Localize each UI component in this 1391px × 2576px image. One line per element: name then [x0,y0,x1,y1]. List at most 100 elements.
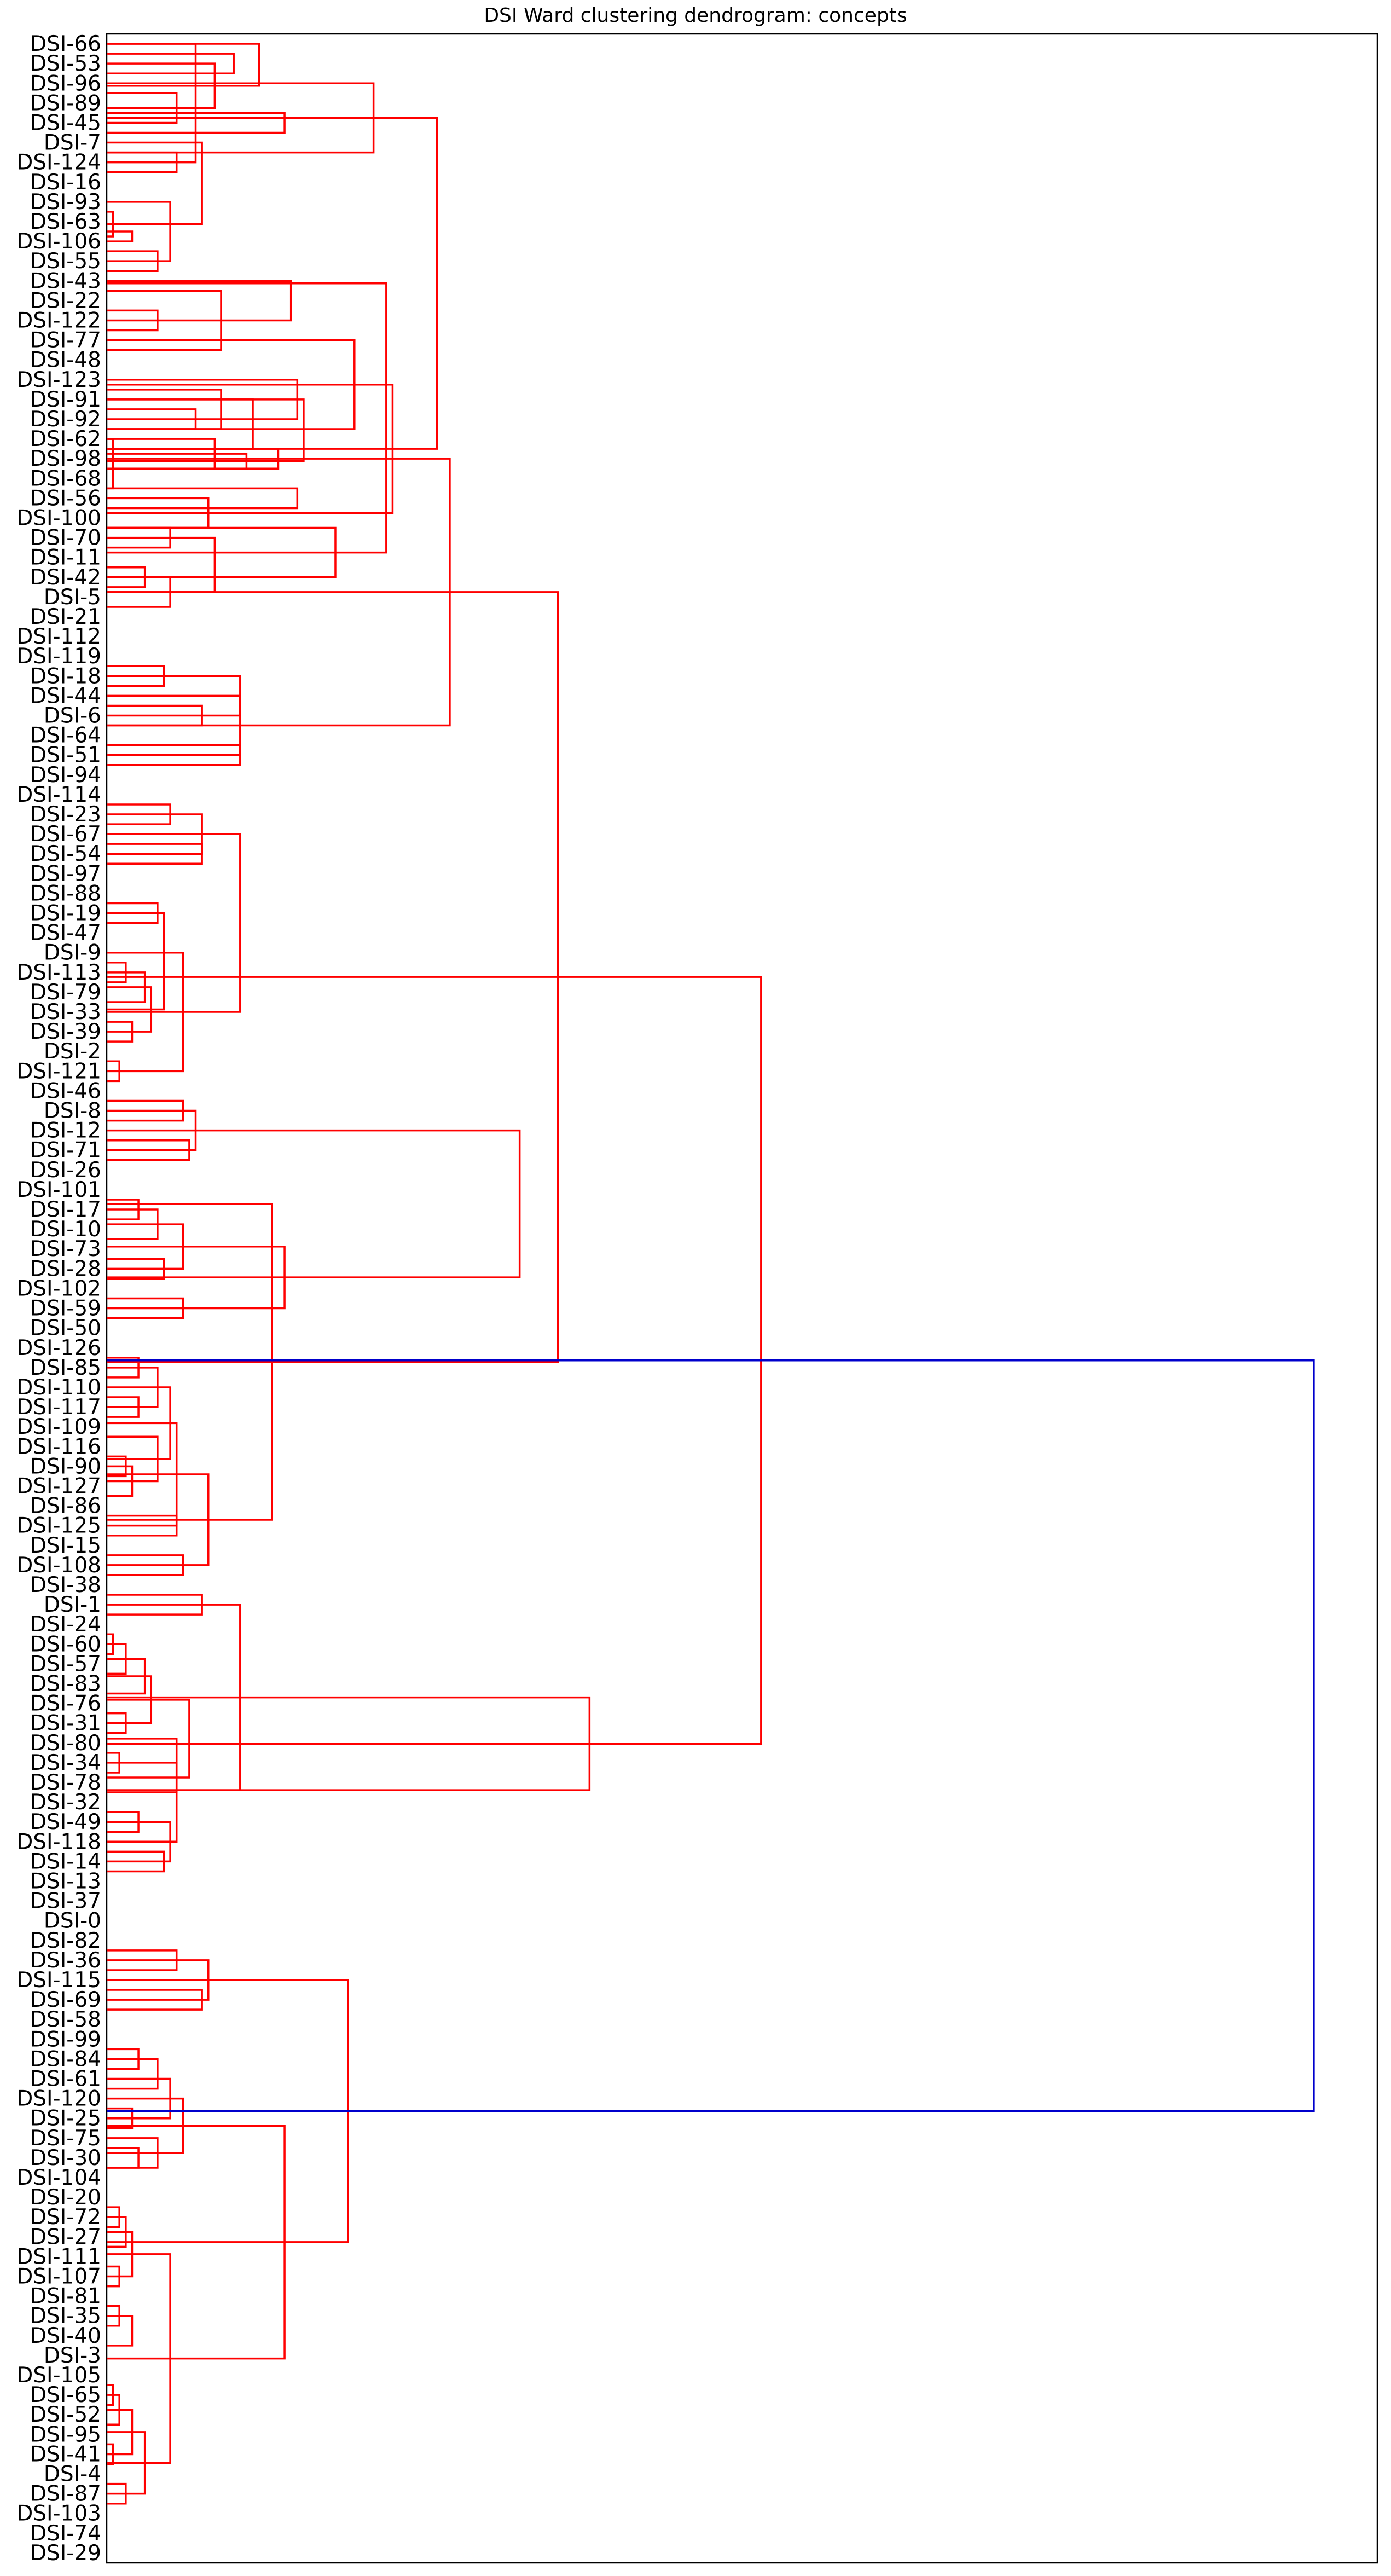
leaf-label: DSI-124 [16,150,101,175]
leaf-label: DSI-88 [30,881,101,906]
leaf-label: DSI-118 [16,1830,101,1854]
chart-title: DSI Ward clustering dendrogram: concepts [484,4,907,27]
leaf-label: DSI-22 [30,288,101,313]
leaf-label: DSI-77 [30,328,101,353]
leaf-label: DSI-7 [44,131,101,155]
leaf-label: DSI-43 [30,269,101,293]
leaf-label: DSI-21 [30,605,101,629]
leaf-label: DSI-82 [30,1929,101,1953]
leaf-label: DSI-48 [30,348,101,373]
leaf-label: DSI-110 [16,1375,101,1400]
leaf-label: DSI-95 [30,2422,101,2447]
leaf-label: DSI-86 [30,1494,101,1519]
leaf-label: DSI-74 [30,2521,101,2546]
dendrogram-link-18 [107,398,254,450]
leaf-label: DSI-60 [30,1632,101,1657]
leaf-label: DSI-16 [30,170,101,195]
leaf-label: DSI-127 [16,1474,101,1498]
leaf-label: DSI-113 [16,960,101,985]
dendrogram-links [107,43,1315,2505]
leaf-label: DSI-79 [30,980,101,1005]
leaf-label: DSI-29 [30,2541,101,2566]
leaf-label: DSI-122 [16,308,101,333]
leaf-label: DSI-10 [30,1217,101,1242]
leaf-label: DSI-116 [16,1434,101,1459]
leaf-label: DSI-120 [16,2087,101,2111]
leaf-label: DSI-58 [30,2007,101,2032]
leaf-label: DSI-121 [16,1059,101,1084]
leaf-label: DSI-117 [16,1395,101,1420]
leaf-label: DSI-103 [16,2502,101,2526]
leaf-label: DSI-102 [16,1276,101,1301]
leaf-label: DSI-59 [30,1296,101,1321]
leaf-label: DSI-40 [30,2324,101,2348]
leaf-label: DSI-14 [30,1849,101,1874]
dendrogram-link-35 [107,282,387,554]
dendrogram-link-24 [107,398,305,462]
leaf-label: DSI-57 [30,1652,101,1676]
leaf-label: DSI-61 [30,2067,101,2092]
leaf-label: DSI-35 [30,2304,101,2329]
dendrogram-link-15 [107,280,292,322]
leaf-label: DSI-49 [30,1810,101,1834]
leaf-label: DSI-11 [30,546,101,570]
dendrogram-link-100 [107,2147,140,2169]
leaf-label: DSI-105 [16,2363,101,2388]
leaf-label: DSI-114 [16,783,101,807]
leaf-label: DSI-72 [30,2205,101,2230]
dendrogram-link-29 [107,117,438,450]
leaf-label: DSI-20 [30,2185,101,2210]
leaf-label: DSI-6 [44,704,101,728]
leaf-label: DSI-37 [30,1889,101,1914]
leaf-label: DSI-126 [16,1336,101,1361]
leaf-label: DSI-17 [30,1197,101,1222]
leaf-label: DSI-56 [30,486,101,511]
leaf-label: DSI-38 [30,1573,101,1597]
leaf-label: DSI-41 [30,2442,101,2467]
leaf-label: DSI-73 [30,1237,101,1261]
leaf-label: DSI-106 [16,229,101,254]
leaf-label: DSI-67 [30,822,101,847]
leaf-label: DSI-104 [16,2166,101,2190]
leaf-label: DSI-31 [30,1711,101,1736]
leaf-label: DSI-50 [30,1316,101,1341]
leaf-label: DSI-46 [30,1079,101,1103]
leaf-label: DSI-101 [16,1178,101,1202]
dendrogram-link-97 [107,2058,159,2090]
leaf-label: DSI-63 [30,210,101,234]
leaf-label: DSI-52 [30,2403,101,2427]
leaf-label: DSI-30 [30,2146,101,2170]
dendrogram-link-11 [107,43,197,164]
leaf-label: DSI-24 [30,1612,101,1637]
leaf-label: DSI-3 [44,2343,101,2368]
leaf-label: DSI-112 [16,624,101,649]
dendrogram-link-107 [107,2314,134,2347]
leaf-label: DSI-100 [16,506,101,530]
leaf-label: DSI-80 [30,1731,101,1756]
dendrogram-link-83 [107,1699,190,1779]
leaf-label: DSI-94 [30,763,101,788]
leaf-label: DSI-34 [30,1751,101,1775]
leaf-label: DSI-27 [30,2225,101,2249]
leaf-label: DSI-51 [30,743,101,768]
leaf-label: DSI-96 [30,71,101,96]
leaf-label: DSI-5 [44,585,101,610]
leaf-label: DSI-1 [44,1593,101,1617]
leaf-label: DSI-33 [30,1000,101,1024]
dendrogram-link-10 [107,141,203,225]
leaf-label: DSI-81 [30,2284,101,2309]
leaf-label: DSI-8 [44,1099,101,1124]
leaf-label: DSI-90 [30,1454,101,1479]
leaf-label: DSI-36 [30,1948,101,1973]
leaf-label: DSI-26 [30,1158,101,1183]
leaf-label: DSI-85 [30,1356,101,1380]
leaf-label: DSI-64 [30,723,101,748]
leaf-label: DSI-125 [16,1514,101,1538]
leaf-label: DSI-93 [30,190,101,215]
dendrogram-link-0 [107,53,235,74]
leaf-label: DSI-4 [44,2462,101,2487]
dendrogram-link-21 [107,438,114,490]
dendrogram-link-26 [107,487,299,510]
leaf-label: DSI-89 [30,91,101,115]
